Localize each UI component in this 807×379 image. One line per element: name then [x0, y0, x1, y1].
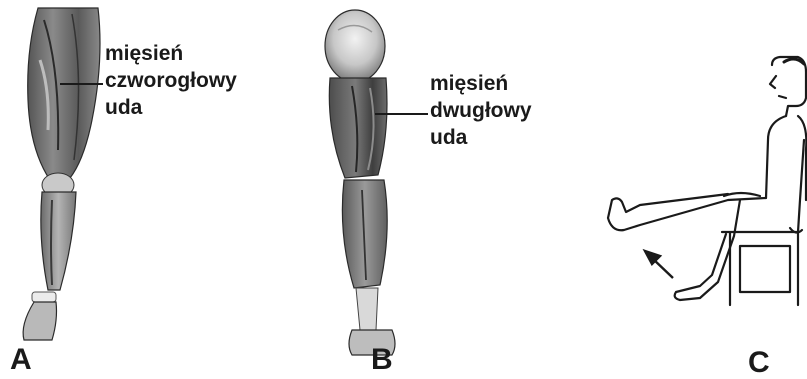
arm: [790, 140, 804, 233]
raised-leg: [608, 194, 766, 230]
panel-letter-c: C: [748, 348, 770, 378]
head: [770, 57, 806, 116]
arrow-up-left-icon: [645, 251, 673, 278]
chair: [722, 232, 798, 305]
